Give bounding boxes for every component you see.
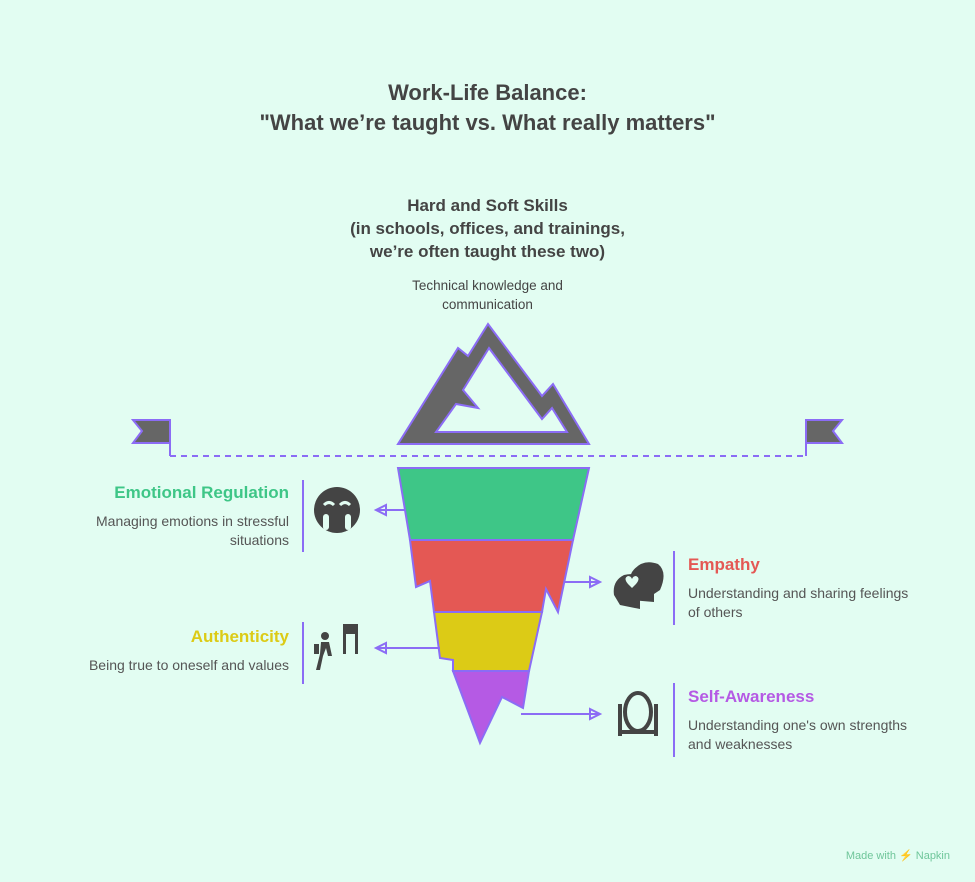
divider <box>673 551 675 625</box>
arrow-authenticity <box>373 641 440 655</box>
item-authenticity: Authenticity Being true to oneself and v… <box>88 627 289 673</box>
mountain-icon <box>396 322 591 445</box>
tip-heading: Hard and Soft Skills(in schools, offices… <box>350 196 625 261</box>
flag-left-icon <box>130 419 171 444</box>
arrow-self-awareness <box>521 707 603 721</box>
footer-credit: Made with ⚡ Napkin <box>845 850 950 862</box>
arrow-emotional <box>373 503 405 517</box>
divider <box>673 683 675 757</box>
divider <box>302 622 304 684</box>
mirror-icon <box>618 691 658 736</box>
crying-face-icon <box>314 487 360 533</box>
flag-right-icon <box>805 419 845 444</box>
page-title: Work-Life Balance:"What we’re taught vs.… <box>259 80 716 135</box>
item-emotional-regulation: Emotional Regulation Managing emotions i… <box>96 483 289 548</box>
hiker-signpost-icon <box>314 624 358 670</box>
layer-emotional-regulation <box>396 467 591 541</box>
arrow-empathy <box>565 575 603 589</box>
item-self-awareness: Self-Awareness Understanding one's own s… <box>688 687 908 752</box>
item-empathy: Empathy Understanding and sharing feelin… <box>688 555 909 620</box>
heads-heart-icon <box>613 562 664 609</box>
layer-authenticity <box>432 611 544 672</box>
layer-empathy <box>408 539 575 615</box>
divider <box>302 480 304 552</box>
layer-self-awareness <box>451 670 531 746</box>
